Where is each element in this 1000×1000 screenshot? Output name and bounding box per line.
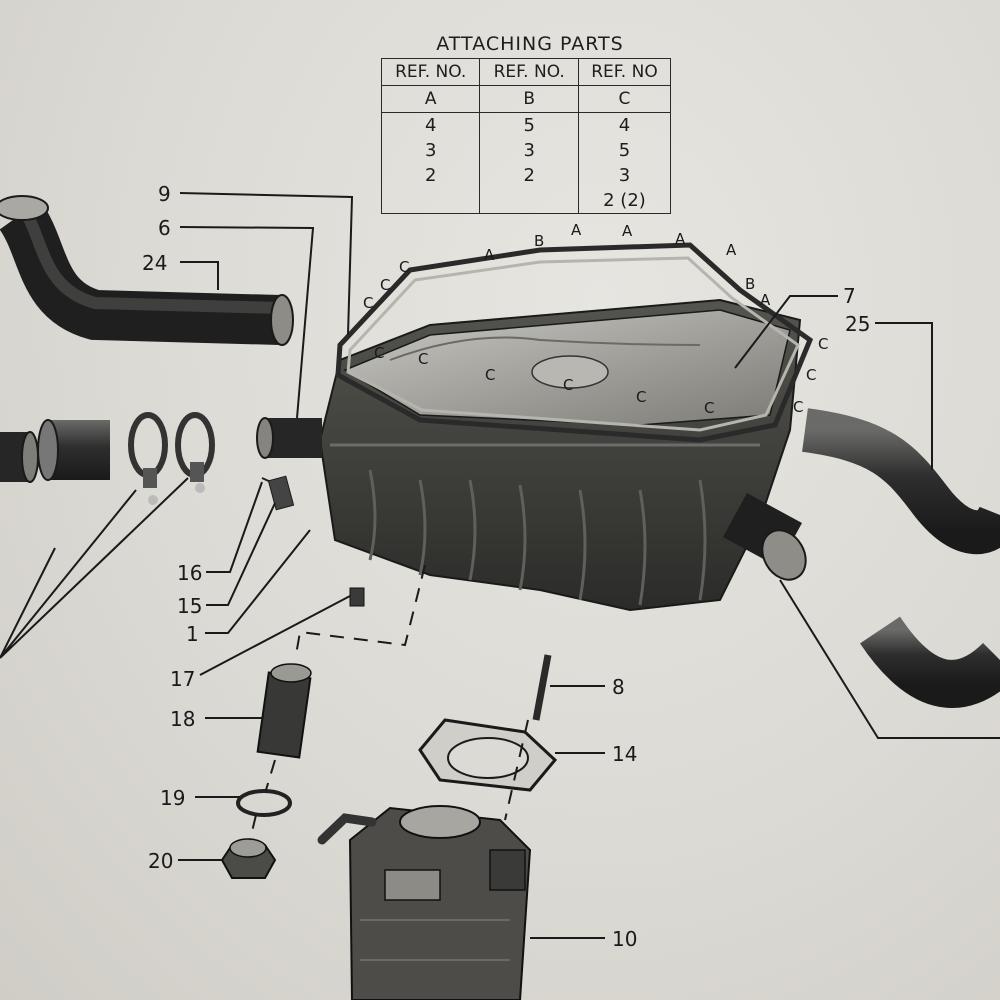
letter-c: C	[363, 294, 373, 312]
callout-9: 9	[158, 182, 171, 206]
c-item: 4	[618, 115, 631, 136]
letter-a: A	[760, 291, 771, 309]
letter-c: C	[577, 85, 672, 113]
callout-19: 19	[160, 786, 185, 810]
oil-pan	[256, 242, 814, 612]
callout-25: 25	[845, 312, 870, 336]
letter-b: B	[745, 275, 755, 293]
letter-b: B	[479, 85, 579, 113]
letter-c: C	[806, 366, 816, 384]
letter-c: C	[485, 366, 495, 384]
callout-1: 1	[186, 622, 199, 646]
column-a-items: 4 3 2	[380, 112, 481, 214]
column-b-items: 5 3 2	[479, 112, 579, 214]
gasket-letters: A B A A A A B A C C C C C C C C C C C C …	[363, 221, 828, 417]
carburetor	[317, 805, 532, 1000]
attaching-parts-title: ATTACHING PARTS	[436, 33, 624, 55]
letter-c: C	[704, 399, 714, 417]
letter-c: C	[380, 276, 390, 294]
callout-7: 7	[843, 284, 856, 308]
callout-14: 14	[612, 742, 637, 766]
hose-25	[801, 408, 1000, 708]
callout-15: 15	[177, 594, 202, 618]
c-item: 5	[618, 140, 631, 161]
letter-c: C	[818, 335, 828, 353]
header-ref-b: REF. NO.	[479, 58, 579, 86]
c-item: 2 (2)	[603, 190, 646, 211]
letter-a: A	[675, 230, 686, 248]
dashed-alignment-lines	[249, 564, 529, 841]
letter-c: C	[636, 388, 646, 406]
hose-24	[0, 195, 294, 346]
callout-24: 24	[142, 251, 167, 275]
letter-c: C	[399, 258, 409, 276]
small-fittings	[220, 475, 558, 879]
letter-c: C	[793, 398, 803, 416]
c-item: 3	[618, 165, 631, 186]
letter-c: C	[563, 376, 573, 394]
column-c-items: 4 5 3 2 (2)	[577, 112, 672, 214]
callout-8: 8	[612, 675, 625, 699]
callout-10: 10	[612, 927, 637, 951]
callout-6: 6	[158, 216, 171, 240]
letter-c: C	[374, 344, 384, 362]
letter-a: A	[726, 241, 737, 259]
hose-sleeves-and-clamps	[0, 412, 215, 505]
callout-16: 16	[177, 561, 202, 585]
a-item: 3	[425, 140, 437, 161]
attaching-parts-table: REF. NO. REF. NO. REF. NO A B C 4 3 2 5 …	[380, 58, 672, 214]
letter-b: B	[534, 232, 544, 250]
a-item: 2	[425, 165, 437, 186]
callout-numbers: 9 6 24 7 25 16 15 1 17 18 8 14 19 20 10	[142, 182, 870, 951]
letter-a: A	[380, 85, 481, 113]
b-item: 5	[523, 115, 535, 136]
letter-a: A	[571, 221, 582, 239]
callout-18: 18	[170, 707, 195, 731]
b-item: 2	[523, 165, 535, 186]
a-item: 4	[425, 115, 437, 136]
callout-20: 20	[148, 849, 173, 873]
b-item: 3	[523, 140, 535, 161]
letter-a: A	[622, 222, 633, 240]
letter-a: A	[484, 246, 495, 264]
letter-c: C	[418, 350, 428, 368]
callout-17: 17	[170, 667, 195, 691]
leader-lines	[0, 192, 1000, 939]
